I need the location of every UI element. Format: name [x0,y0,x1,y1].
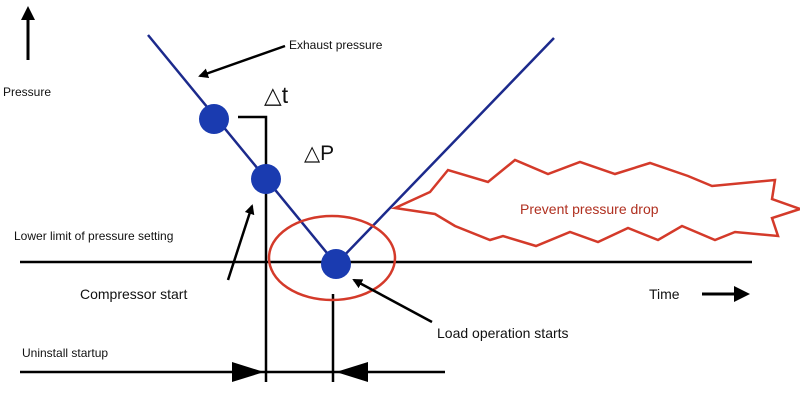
prevent-pressure-drop-label: Prevent pressure drop [520,201,659,217]
lower-limit-label: Lower limit of pressure setting [14,229,173,243]
prevent-pressure-drop-burst [390,158,800,248]
load-start-highlight-ellipse [267,214,397,302]
right-pointing-arrowhead [232,362,264,382]
pressure-axis-label: Pressure [3,85,51,99]
load-start-point [321,249,351,279]
left-pointing-arrowhead [336,362,368,382]
time-arrowhead [734,286,750,302]
load-operation-starts-label: Load operation starts [437,325,569,341]
compressor-start-pointer [226,204,255,281]
delta-t-bracket [238,115,268,185]
uninstall-startup-label: Uninstall startup [22,346,108,360]
compressor-start-point [251,164,281,194]
time-label: Time [649,286,680,302]
exhaust-pressure-label: Exhaust pressure [289,38,383,52]
delta-t-label: △t [264,82,289,108]
exhaust-pressure-point [199,104,229,134]
delta-p-label: △P [304,142,334,165]
load-start-pointer [352,278,433,324]
pressure-axis-arrowhead [21,6,35,20]
exhaust-pressure-pointer [198,44,286,79]
compressor-start-label: Compressor start [80,286,187,302]
